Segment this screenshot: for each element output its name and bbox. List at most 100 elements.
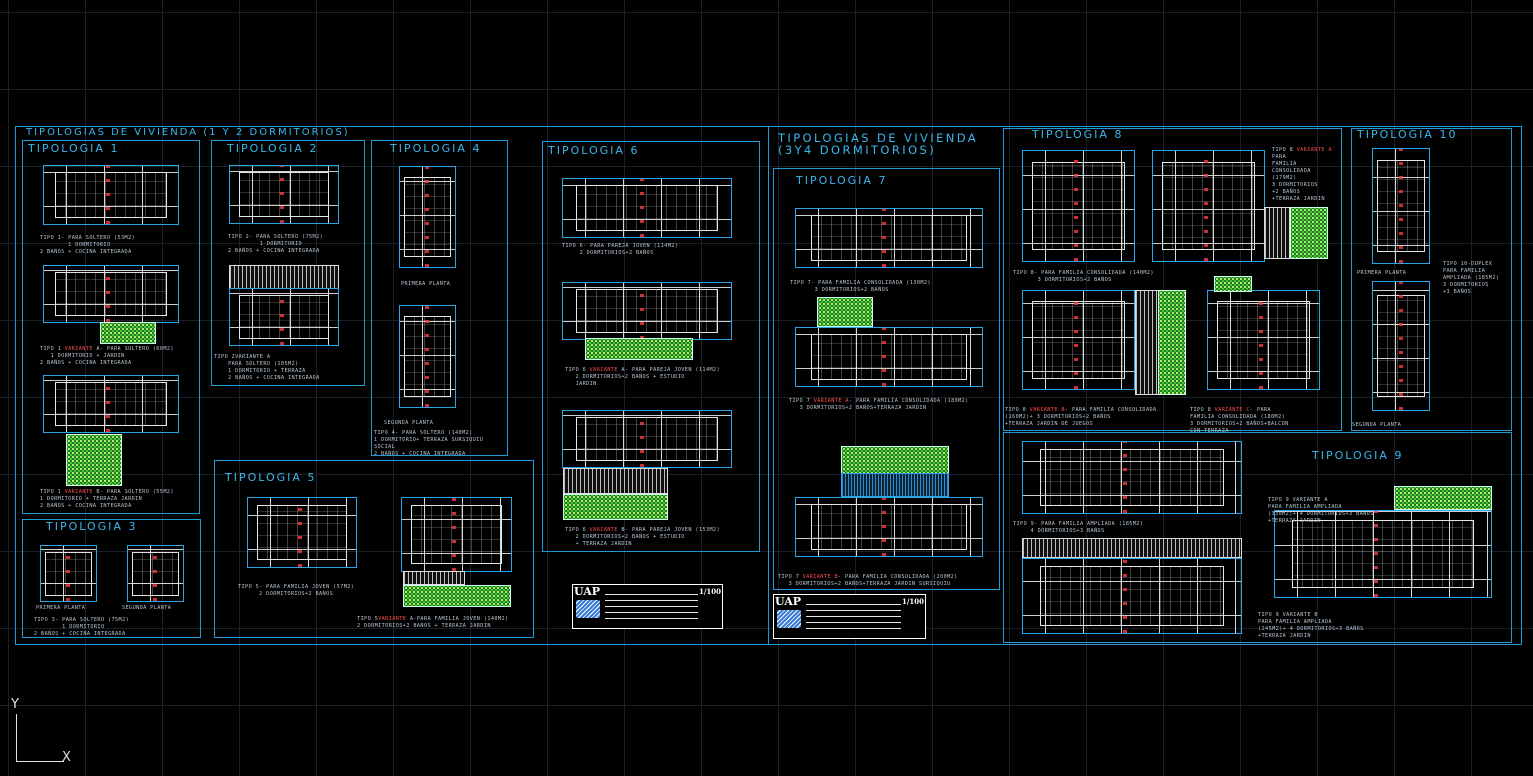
floor-plan-tipo-9[interactable]: [1022, 441, 1242, 514]
tipologia-8-frame: [1003, 128, 1342, 431]
uap-logo-art: [576, 600, 600, 618]
floor-plan-tipo-1-variante-b[interactable]: [43, 375, 179, 433]
section-right-title-2: (3Y4 DORMITORIOS): [778, 143, 937, 157]
tipologia-4-title: TIPOLOGIA 4: [390, 142, 482, 155]
floor-plan-tipo-9-variante-b[interactable]: [1022, 558, 1242, 634]
floor-plan-tipo-5-variante-a[interactable]: [401, 497, 512, 572]
garden-tipo-7-variante-b: [841, 446, 949, 474]
floor-plan-tipo-1-variante-a[interactable]: [43, 265, 179, 323]
caption-tipo-1: TIPO 1- PARA SOLTERO (53M2) 1 DORMITORIO…: [40, 235, 136, 255]
caption-tipo-6-variante-a: TIPO 6 VARIANTE A- PARA PAREJA JOVEN (11…: [565, 367, 721, 387]
floor-plan-tipo-3-primera[interactable]: [40, 545, 97, 602]
uap-logo: UAP: [574, 585, 601, 598]
tipologia-2-frame: [211, 140, 365, 386]
section-right-title-1: TIPOLOGIAS DE VIVIENDA: [778, 131, 979, 145]
floor-plan-tipo-10-primera[interactable]: [1372, 148, 1430, 264]
tipologia-9-frame: [1003, 432, 1512, 643]
ucs-x-axis: [16, 761, 64, 762]
floor-plan-tipo-8-variante-c[interactable]: [1207, 290, 1320, 390]
garden-tipo-8-variante-b: [1158, 290, 1186, 395]
floor-plan-tipo-9-variante-a[interactable]: [1274, 510, 1492, 598]
caption-tipo-10-segunda: SEGUNDA PLANTA: [1352, 422, 1402, 428]
caption-tipo-4-primera: PRIMERA PLANTA: [401, 281, 451, 287]
scale-label: 1/100: [901, 597, 924, 606]
title-block-lines: [605, 589, 698, 624]
caption-tipo-1-variante-b: TIPO 1 VARIANTE B- PARA SOLTERO (55M2) 1…: [40, 489, 174, 509]
caption-tipo-9-variante-a: TIPO 9 VARIANTE A PARA FAMILIA AMPLIADA …: [1268, 497, 1374, 524]
caption-tipo-2: TIPO 2- PARA SOLTERO (75M2) 1 DORMITORIO…: [228, 234, 324, 254]
caption-tipo-7: TIPO 7- PARA FAMILIA CONSOLIDADA (130M2)…: [790, 280, 931, 293]
title-block-1[interactable]: UAP 1/100: [572, 584, 723, 629]
tipologia-1-title: TIPOLOGIA 1: [28, 142, 120, 155]
garden-tipo-7-variante-a: [817, 297, 873, 327]
caption-tipo-6-variante-b: TIPO 6 VARIANTE B- PARA PAREJA JOVEN (15…: [565, 527, 721, 547]
terrace-tipo-8-variante-a: [1264, 207, 1290, 259]
tipologia-8-title: TIPOLOGIA 8: [1032, 128, 1124, 141]
floor-plan-tipo-10-segunda[interactable]: [1372, 281, 1430, 411]
floor-plan-tipo-5[interactable]: [247, 497, 357, 568]
caption-tipo-8-variante-b: TIPO 8 VARIANTE B- PARA FAMILIA CONSOLID…: [1005, 407, 1157, 427]
terrace-tipo-6-variante-b: [563, 468, 668, 494]
caption-tipo-10: TIPO 10-DUPLEX PARA FAMILIA AMPLIADA (18…: [1443, 261, 1500, 295]
floor-plan-tipo-7[interactable]: [795, 208, 983, 268]
caption-tipo-8: TIPO 8- PARA FAMILIA CONSOLIDADA (140M2)…: [1013, 270, 1154, 283]
tipologia-7-frame: [773, 168, 1000, 590]
caption-tipo-8-variante-c: TIPO 8 VARIANTE C- PARA FAMILIA CONSOLID…: [1190, 407, 1289, 434]
floor-plan-tipo-2-variante-a[interactable]: [229, 288, 339, 346]
title-block-lines: [806, 599, 901, 634]
pool-tipo-7-variante-b: [841, 473, 949, 497]
garden-tipo-8-variante-c: [1214, 276, 1252, 292]
caption-tipo-2-variante-a: TIPO 2VARIANTE A PARA SOLTERO (105M2) 1 …: [214, 354, 320, 381]
tipologia-3-title: TIPOLOGIA 3: [46, 520, 138, 533]
caption-tipo-5-variante-a: TIPO 5VARIANTE A-PARA FAMILIA JOVEN (140…: [357, 616, 509, 629]
floor-plan-tipo-1[interactable]: [43, 165, 179, 225]
floor-plan-tipo-6-variante-b[interactable]: [562, 410, 732, 468]
ucs-axis-icon: Y X: [11, 697, 76, 770]
tipologia-3-frame: [22, 519, 201, 638]
terrace-tipo-8-variante-b: [1135, 290, 1159, 395]
garden-tipo-6-variante-a: [585, 338, 693, 360]
floor-plan-tipo-6-variante-a[interactable]: [562, 282, 732, 340]
ucs-x-label: X: [62, 750, 71, 765]
floor-plan-tipo-8-variante-b[interactable]: [1022, 290, 1135, 390]
floor-plan-tipo-8[interactable]: [1022, 150, 1135, 262]
caption-tipo-9-variante-b: TIPO 9 VARIANTE B PARA FAMILIA AMPLIADA …: [1258, 612, 1364, 639]
floor-plan-tipo-3-segunda[interactable]: [127, 545, 184, 602]
caption-tipo-3: TIPO 3- PARA SOLTERO (75M2) 1 DORMITORIO…: [34, 617, 130, 637]
uap-logo: UAP: [775, 595, 802, 608]
section-left-title: TIPOLOGIAS DE VIVIENDA (1 Y 2 DORMITORIO…: [26, 127, 350, 138]
uap-logo-art: [777, 610, 801, 628]
floor-plan-tipo-7-variante-a[interactable]: [795, 327, 983, 387]
title-block-2[interactable]: UAP 1/100: [773, 594, 926, 639]
terrace-tipo-5-variante-a: [403, 571, 465, 585]
garden-tipo-5-variante-a: [403, 585, 511, 607]
garden-tipo-9-variante-a: [1394, 486, 1492, 510]
tipologia-6-title: TIPOLOGIA 6: [548, 144, 640, 157]
floor-plan-tipo-4-segunda[interactable]: [399, 305, 456, 408]
terrace-tipo-9-variante-b: [1022, 538, 1242, 558]
caption-tipo-10-primera: PRIMERA PLANTA: [1357, 270, 1407, 276]
caption-tipo-6: TIPO 6- PARA PAREJA JOVEN (114M2) 2 DORM…: [562, 243, 679, 256]
floor-plan-tipo-8-variante-a[interactable]: [1152, 150, 1265, 262]
tipologia-5-title: TIPOLOGIA 5: [225, 471, 317, 484]
scale-label: 1/100: [698, 587, 721, 596]
garden-tipo-8-variante-a: [1290, 207, 1328, 259]
garden-tipo-1-variante-b: [66, 434, 122, 486]
tipologia-4-frame: [371, 140, 508, 456]
caption-tipo-9: TIPO 9- PARA FAMILIA AMPLIADA (185M2) 4 …: [1013, 521, 1144, 534]
caption-tipo-8-variante-a: TIPO 8 VARIANTE A PARA FAMILIA CONSOLIDA…: [1272, 147, 1332, 202]
floor-plan-tipo-7-variante-b[interactable]: [795, 497, 983, 557]
tipologia-10-frame: [1351, 128, 1512, 431]
section-left-frame: [15, 126, 769, 645]
ucs-y-axis: [16, 714, 17, 762]
tipologia-10-title: TIPOLOGIA 10: [1357, 128, 1458, 141]
tipologia-5-frame: [214, 460, 534, 638]
caption-tipo-3-primera: PRIMERA PLANTA: [36, 605, 86, 611]
floor-plan-tipo-6[interactable]: [562, 178, 732, 238]
caption-tipo-4: TIPO 4- PARA SOLTERO (140M2) 1 DORMITORI…: [374, 430, 484, 457]
caption-tipo-3-segunda: SEGUNDA PLANTA: [122, 605, 172, 611]
tipologia-2-title: TIPOLOGIA 2: [227, 142, 319, 155]
floor-plan-tipo-2[interactable]: [229, 165, 339, 224]
floor-plan-tipo-4-primera[interactable]: [399, 166, 456, 268]
tipologia-1-frame: [22, 140, 200, 514]
